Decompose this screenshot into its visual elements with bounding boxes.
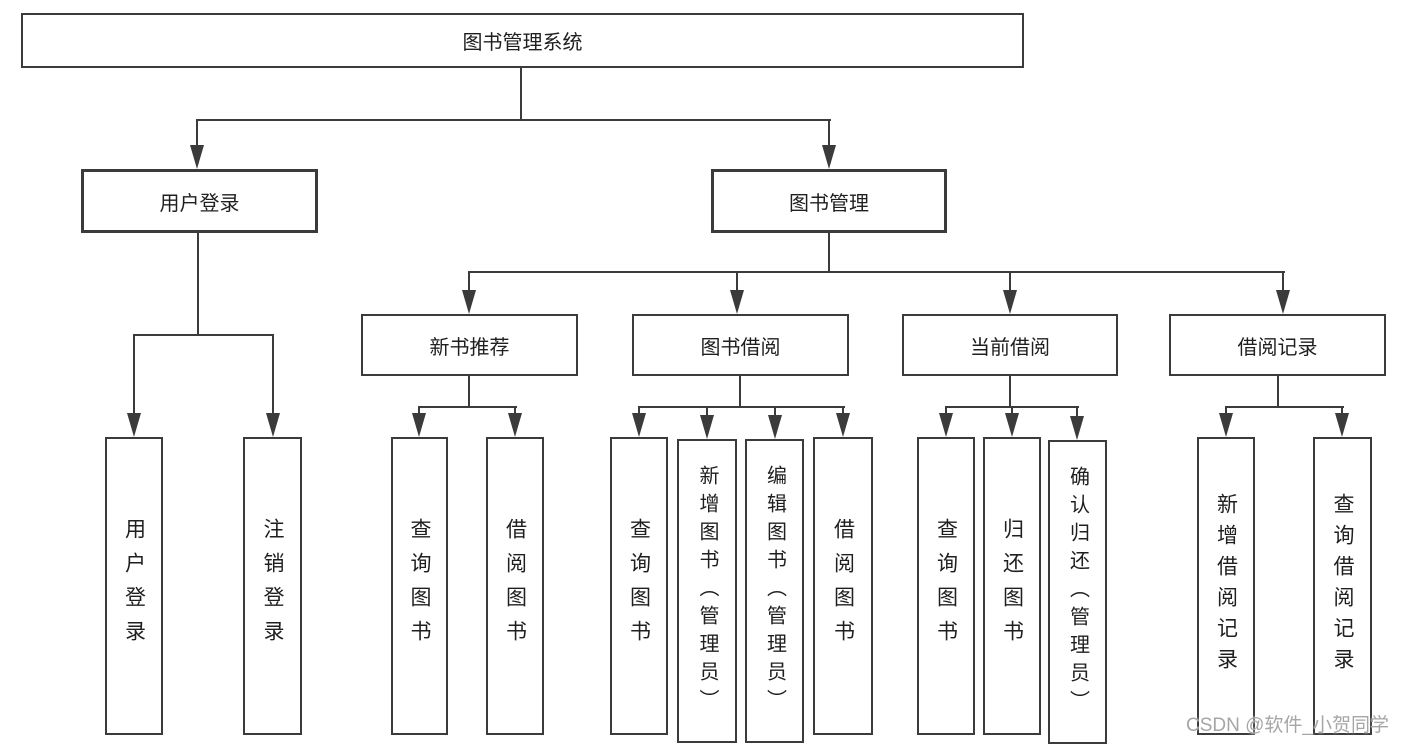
node-label: 查询图书 (934, 518, 958, 654)
connector (418, 406, 420, 415)
node-label: 当前借阅 (970, 336, 1050, 359)
node-edit-books-admin: 编辑图书（管理员） (745, 439, 804, 743)
node-query-books-borrowing: 查询图书 (610, 437, 668, 735)
connector-arrow (1070, 416, 1084, 440)
connector (468, 271, 1285, 273)
connector (828, 233, 830, 271)
connector (133, 334, 135, 415)
node-user-login: 用户登录 (81, 169, 318, 233)
connector-arrow (1276, 290, 1290, 314)
watermark: CSDN @软件_小贺同学 (1186, 715, 1389, 736)
node-label: 新增图书（管理员） (696, 465, 718, 717)
node-label: 确认归还（管理员） (1066, 466, 1089, 718)
node-label: 用户登录 (122, 518, 146, 654)
node-new-book-recommend: 新书推荐 (361, 314, 578, 376)
node-borrow-books-borrowing: 借阅图书 (813, 437, 873, 735)
connector-arrow (1335, 413, 1349, 437)
connector-arrow (190, 145, 204, 169)
node-label: 借阅图书 (831, 518, 855, 654)
node-label: 借阅记录 (1237, 336, 1318, 359)
node-query-books-recommend: 查询图书 (391, 437, 448, 735)
connector (468, 271, 470, 292)
connector (197, 233, 199, 334)
connector (196, 119, 198, 147)
node-label: 新书推荐 (429, 336, 510, 359)
connector (272, 334, 274, 415)
node-query-books-current: 查询图书 (917, 437, 975, 735)
connector-arrow (1219, 413, 1233, 437)
connector (739, 376, 741, 406)
connector (706, 406, 708, 417)
node-label: 查询借阅记录 (1331, 493, 1354, 679)
connector-arrow (822, 145, 836, 169)
node-label: 查询图书 (408, 518, 431, 654)
connector-arrow (730, 290, 744, 314)
node-label: 图书管理系统 (462, 32, 583, 54)
node-label: 借阅图书 (503, 518, 527, 654)
connector (1341, 406, 1343, 415)
node-borrow-books-recommend: 借阅图书 (486, 437, 544, 735)
connector-arrow (462, 290, 476, 314)
node-confirm-return-admin: 确认归还（管理员） (1048, 440, 1107, 744)
connector-arrow (266, 413, 280, 437)
node-label: 图书管理 (789, 192, 869, 215)
node-user-login-action: 用户登录 (105, 437, 163, 735)
connector (945, 406, 947, 415)
node-book-management: 图书管理 (711, 169, 947, 233)
connector (1076, 406, 1078, 418)
connector (638, 406, 640, 415)
connector (1009, 271, 1011, 292)
connector-arrow (939, 413, 953, 437)
node-label: 查询图书 (627, 518, 651, 654)
connector-arrow (768, 415, 782, 439)
connector (196, 119, 831, 121)
node-logout: 注销登录 (243, 437, 302, 735)
connector (133, 334, 274, 336)
connector (828, 119, 830, 147)
node-borrowing-records: 借阅记录 (1169, 314, 1386, 376)
node-add-borrow-record: 新增借阅记录 (1197, 437, 1255, 735)
connector-arrow (508, 413, 522, 437)
node-current-borrowing: 当前借阅 (902, 314, 1118, 376)
node-label: 新增借阅记录 (1214, 493, 1238, 679)
node-label: 注销登录 (261, 518, 284, 654)
connector (774, 406, 776, 417)
connector-arrow (1005, 413, 1019, 437)
node-return-books: 归还图书 (983, 437, 1041, 735)
connector-arrow (836, 413, 850, 437)
node-label: 图书借阅 (700, 336, 781, 359)
connector-arrow (1003, 290, 1017, 314)
connector (1277, 376, 1279, 406)
node-query-borrow-record: 查询借阅记录 (1313, 437, 1372, 735)
connector (1225, 406, 1227, 415)
connector (1282, 271, 1284, 292)
connector (842, 406, 844, 415)
connector-arrow (412, 413, 426, 437)
connector (418, 406, 517, 408)
connector (1009, 376, 1011, 406)
connector-arrow (127, 413, 141, 437)
connector (1011, 406, 1013, 415)
connector-arrow (632, 413, 646, 437)
connector (520, 68, 522, 119)
connector (514, 406, 516, 415)
connector (468, 376, 470, 406)
connector-arrow (700, 415, 714, 439)
node-label: 用户登录 (159, 192, 240, 215)
connector (1225, 406, 1344, 408)
node-root: 图书管理系统 (21, 13, 1024, 68)
node-label: 归还图书 (1000, 518, 1024, 654)
connector (736, 271, 738, 292)
node-book-borrowing: 图书借阅 (632, 314, 849, 376)
node-add-books-admin: 新增图书（管理员） (677, 439, 737, 743)
node-label: 编辑图书（管理员） (763, 465, 786, 717)
connector (638, 406, 845, 408)
